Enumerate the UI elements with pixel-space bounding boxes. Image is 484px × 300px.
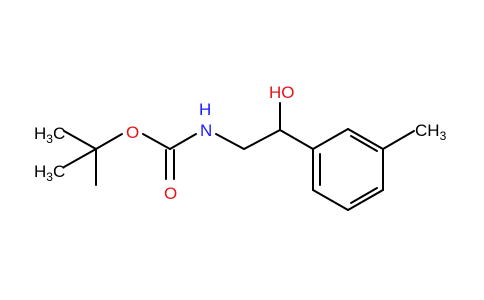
bond-ring-methyl [382, 130, 415, 150]
bond-tbu-o [95, 133, 123, 150]
bond-c-ring [279, 129, 314, 150]
bond-ch2-choh [243, 129, 281, 150]
bond-n-ch2 [215, 133, 245, 150]
label-nitrogen-h: H [199, 100, 211, 119]
ring-bond-2 [347, 128, 384, 150]
bond-tbu-c2 [63, 148, 97, 168]
ring-bond-4 [347, 189, 384, 211]
ring-bond-5 [312, 189, 349, 211]
ring-bond-1 [312, 128, 349, 150]
bond-o-carbonyl [142, 133, 171, 150]
label-carbonyl-oxygen: O [164, 184, 177, 203]
label-nitrogen: N [200, 121, 212, 140]
label-h3c-bottom: H3C [34, 162, 65, 184]
bond-tbu-c1 [63, 130, 97, 150]
label-hydroxyl: HO [269, 83, 295, 102]
label-h3c-top: H3C [34, 124, 65, 146]
ring-inner-3 [350, 187, 378, 204]
bond-carbonyl-n [169, 133, 197, 150]
label-ester-oxygen: O [126, 123, 139, 142]
label-ch3-aryl: CH3 [415, 121, 447, 143]
ring-inner-2 [350, 135, 378, 152]
